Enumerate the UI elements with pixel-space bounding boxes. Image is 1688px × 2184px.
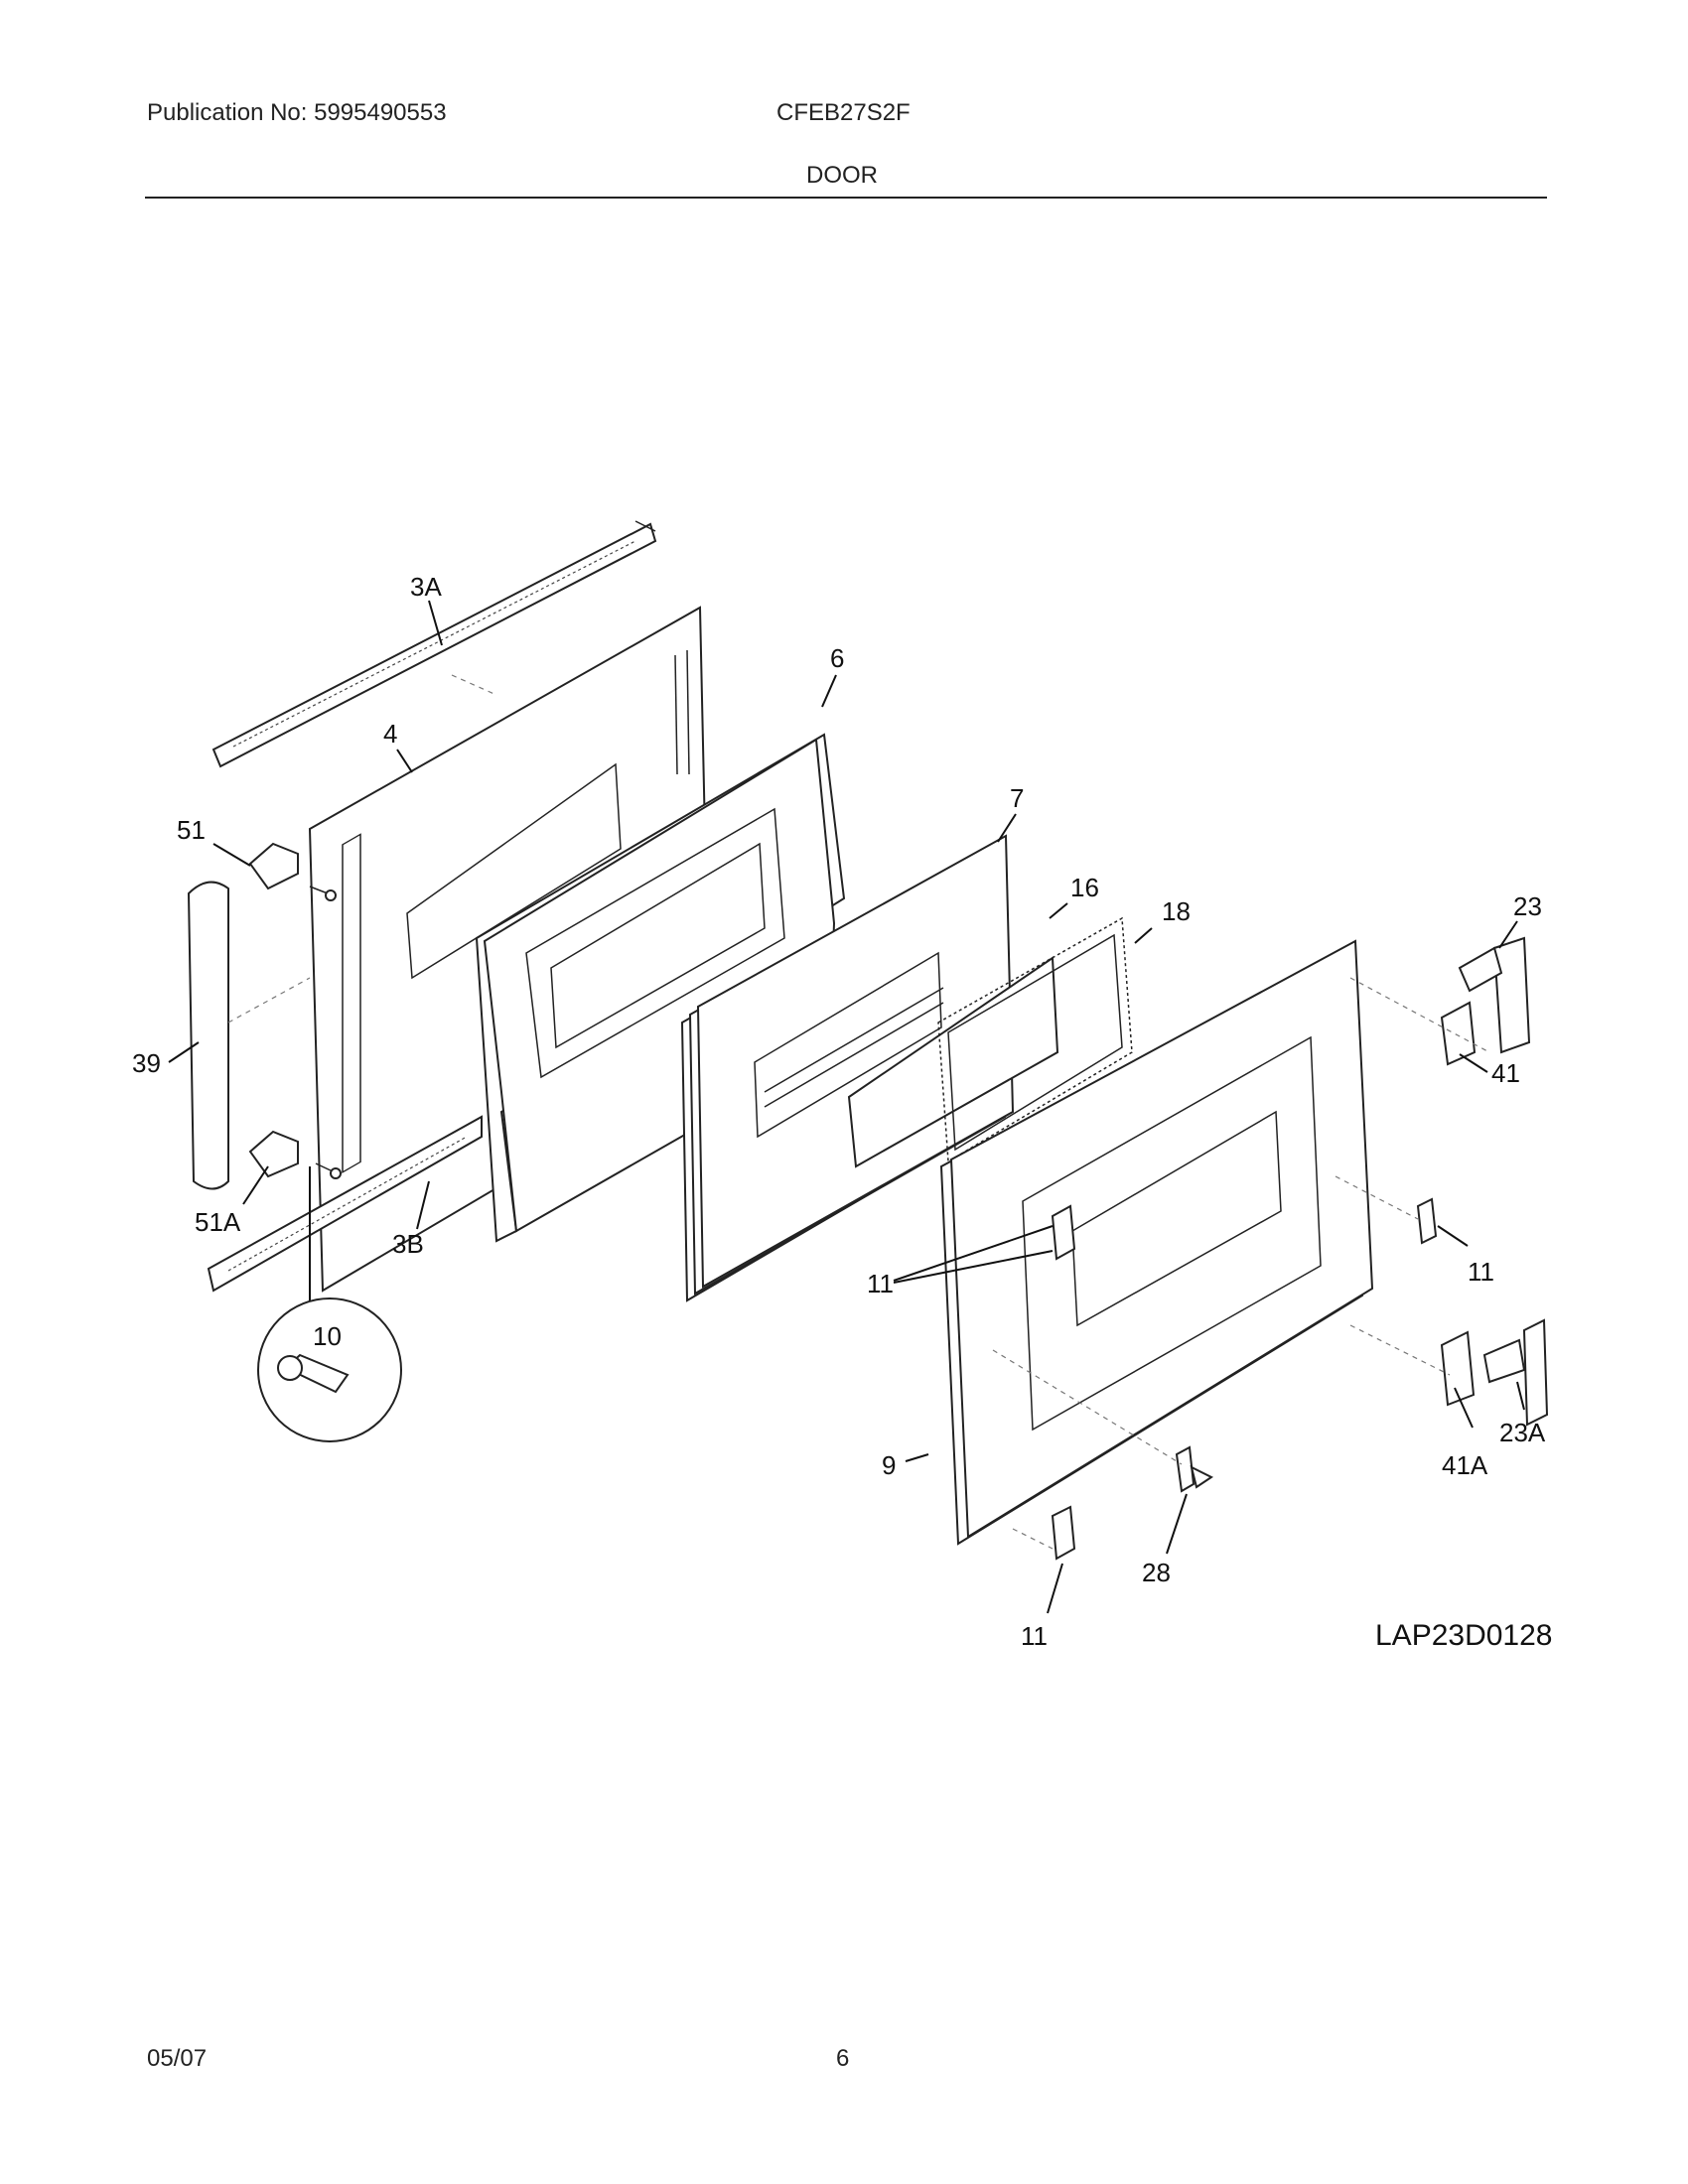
callout-9: 9 [882,1450,896,1480]
hinge-receptacle-41A [1440,1330,1476,1407]
clip-11-lower [1051,1505,1076,1561]
callout-11-lower: 11 [1021,1621,1048,1651]
alignment-lines [227,674,1490,1550]
header-rule [145,197,1547,199]
callout-23A: 23A [1499,1418,1546,1447]
gasket-18 [937,916,1133,1163]
clip-11-door [1051,1204,1076,1261]
callout-3A: 3A [410,572,442,602]
callout-4: 4 [383,719,397,749]
callout-51: 51 [177,815,206,845]
diagram-code: LAP23D0128 [1375,1619,1552,1652]
bottom-trim-3B [207,1115,483,1293]
glass-pack-7 [680,834,1015,1302]
callout-7: 7 [1010,783,1024,813]
callout-11-door: 11 [867,1269,894,1298]
end-cap-51 [248,842,299,890]
publication-number: Publication No: 5995490553 [147,99,447,126]
hinge-receptacle-41 [1440,1001,1477,1066]
outer-door-9 [939,939,1374,1546]
callout-41A: 41A [1442,1450,1488,1480]
side-trim-39 [187,881,229,1190]
callout-6: 6 [830,643,844,673]
callout-11-upper: 11 [1468,1257,1494,1287]
callout-16: 16 [1070,873,1099,902]
footer-date: 05/07 [147,2045,208,2072]
callout-23: 23 [1513,891,1542,921]
leader-lines [168,600,1525,1614]
callout-18: 18 [1162,896,1191,926]
callout-28: 28 [1142,1558,1171,1587]
screw-detail-10 [257,1166,402,1442]
callout-10: 10 [313,1321,342,1351]
callout-3B: 3B [392,1229,424,1259]
lock-plate-28 [1175,1445,1213,1493]
clip-11-upper [1416,1197,1438,1245]
callout-51A: 51A [195,1207,241,1237]
top-trim-3A [211,520,657,768]
hinge-23A [1482,1318,1549,1427]
page-number: 6 [836,2045,850,2072]
model-number: CFEB27S2F [776,99,911,126]
callout-41: 41 [1491,1058,1520,1088]
end-cap-51A [248,1130,299,1178]
section-title: DOOR [806,162,878,189]
hinge-23 [1458,936,1531,1054]
screws [309,886,342,1179]
callout-39: 39 [132,1048,161,1078]
glass-16 [847,956,1059,1168]
